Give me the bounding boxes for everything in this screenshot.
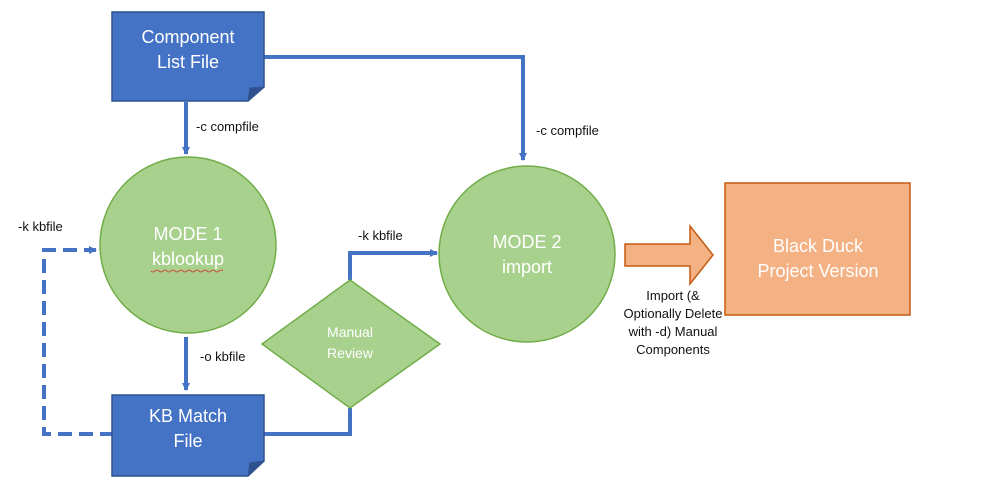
- component-list-file-line2: List File: [157, 52, 219, 72]
- connectors: [42, 55, 527, 436]
- manual-review-node[interactable]: Manual Review: [260, 279, 442, 409]
- kb-match-file-node[interactable]: KB Match File: [111, 394, 265, 477]
- mode1-node[interactable]: MODE 1 kblookup: [99, 156, 277, 334]
- mode2-line2: import: [502, 257, 552, 277]
- import-note: Import (& Optionally Delete with -d) Man…: [624, 288, 723, 357]
- mode1-line1: MODE 1: [153, 224, 222, 244]
- kb-match-file-line1: KB Match: [149, 406, 227, 426]
- edge-label-c-compfile-left: -c compfile: [196, 119, 259, 134]
- import-block-arrow: [624, 223, 714, 287]
- edge-label-o-kbfile: -o kbfile: [200, 349, 246, 364]
- line-kbmatch-to-review: [264, 408, 352, 436]
- import-note-line2: Optionally Delete: [624, 306, 723, 321]
- kb-match-file-line2: File: [173, 431, 202, 451]
- import-note-line1: Import (&: [646, 288, 700, 303]
- edge-label-k-kbfile-mid: -k kbfile: [358, 228, 403, 243]
- spellcheck-squiggle: [150, 269, 224, 273]
- black-duck-line1: Black Duck: [773, 236, 864, 256]
- mode2-node[interactable]: MODE 2 import: [438, 165, 616, 343]
- arrow-kbmatch-feedback-to-mode1: [42, 246, 114, 436]
- import-note-line4: Components: [636, 342, 710, 357]
- manual-review-line1: Manual: [327, 324, 373, 340]
- arrow-review-to-mode2: [348, 249, 438, 280]
- import-note-line3: with -d) Manual: [628, 324, 718, 339]
- manual-review-line2: Review: [327, 345, 374, 361]
- component-list-file-node[interactable]: Component List File: [111, 11, 265, 102]
- black-duck-line2: Project Version: [757, 261, 878, 281]
- edge-label-c-compfile-right: -c compfile: [536, 123, 599, 138]
- component-list-file-line1: Component: [141, 27, 234, 47]
- mode2-line1: MODE 2: [492, 232, 561, 252]
- edge-label-k-kbfile-left: -k kbfile: [18, 219, 63, 234]
- black-duck-project-version-node[interactable]: Black Duck Project Version: [724, 182, 911, 316]
- arrow-component-to-mode2: [264, 55, 527, 161]
- mode1-line2: kblookup: [152, 249, 224, 269]
